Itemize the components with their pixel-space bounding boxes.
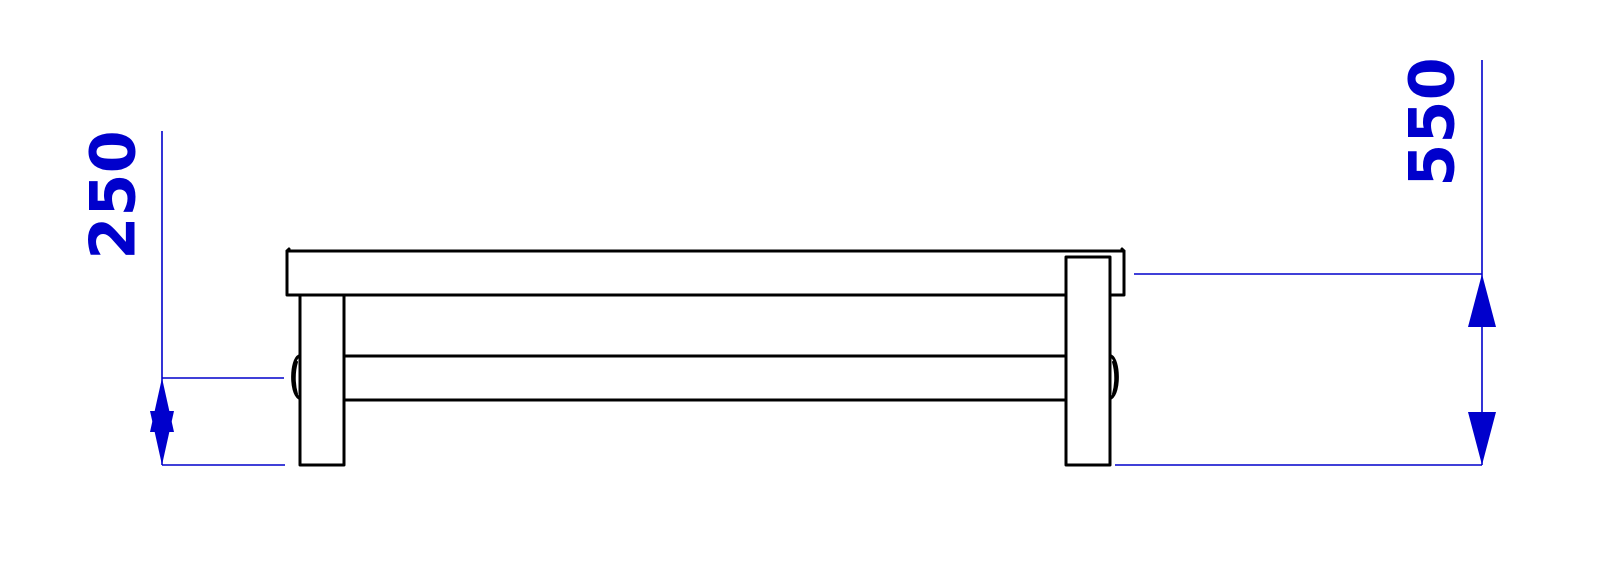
left-dimension-text: 250: [77, 130, 150, 259]
left-leg: [298, 293, 346, 467]
dimension-left: 250: [77, 130, 285, 466]
top-slab-edge-right: [1120, 247, 1126, 253]
right-arrow-up: [1468, 274, 1496, 327]
right-bolt-head-inner: [1112, 361, 1117, 395]
left-arrow-down: [150, 411, 174, 465]
right-bolt-head: [1109, 354, 1119, 400]
frame-elevation: [285, 247, 1126, 467]
right-dimension-text: 550: [1396, 57, 1469, 186]
top-slab: [285, 249, 1126, 297]
left-bolt-head-inner: [293, 361, 298, 395]
right-leg: [1064, 255, 1112, 467]
left-bolt-head: [291, 354, 301, 400]
top-slab-edge-left: [285, 247, 291, 253]
dimension-right: 550: [1115, 57, 1496, 466]
right-arrow-down: [1468, 412, 1496, 465]
